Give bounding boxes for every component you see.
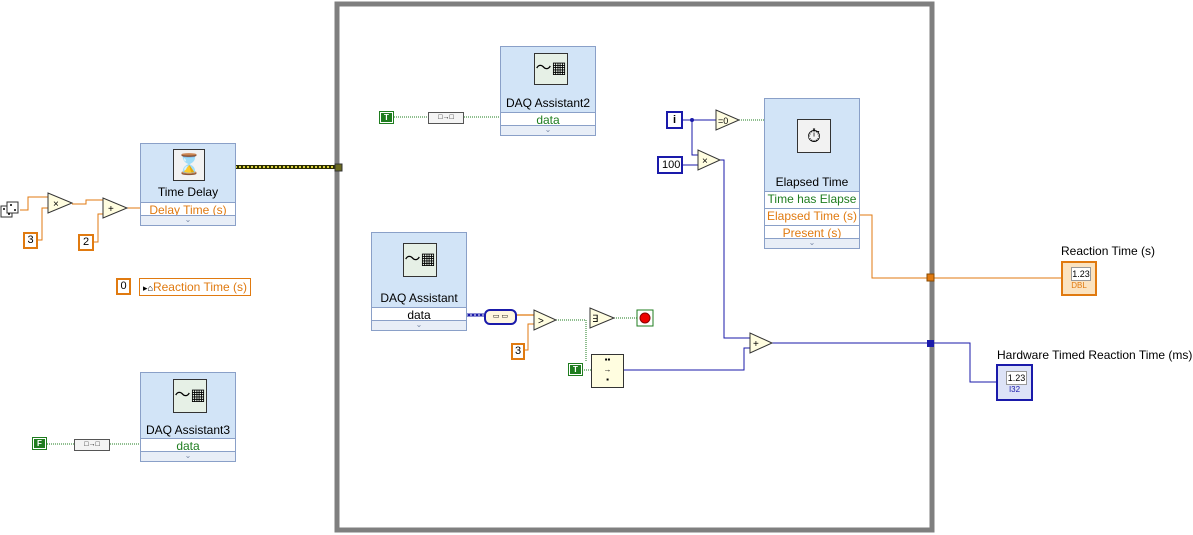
local-variable-reaction-time[interactable]: ▸⌂Reaction Time (s) [139, 278, 251, 296]
hourglass-icon: ⌛ [173, 149, 205, 181]
expand-arrow-icon[interactable]: ⌄ [141, 451, 235, 461]
to-dynamic-converter-bottom[interactable]: □→□ [74, 439, 110, 451]
daq-assistant-title: DAQ Assistant [380, 291, 458, 305]
elapsed-time-output-seconds[interactable]: Elapsed Time (s) [765, 208, 859, 225]
add-node [102, 197, 129, 219]
home-icon: ▸⌂ [143, 283, 153, 293]
time-delay-node[interactable]: ⌛ Time Delay Delay Time (s) ⌄ [140, 143, 236, 226]
false-constant[interactable]: F [32, 437, 47, 450]
local-variable-label: Reaction Time (s) [152, 280, 247, 294]
true-constant-text: T [381, 113, 392, 122]
daq-card-icon: 〜▦ [173, 379, 207, 413]
time-delay-input[interactable]: Delay Time (s) [141, 202, 235, 219]
svg-text:>: > [538, 316, 544, 327]
daq-assistant2-node[interactable]: 〜▦ DAQ Assistant2 data ⌄ [500, 46, 596, 136]
svg-text:=0: =0 [718, 116, 728, 126]
daq-card-icon: 〜▦ [534, 53, 568, 85]
daq-assistant3-title: DAQ Assistant3 [145, 423, 231, 437]
hardware-time-label: Hardware Timed Reaction Time (ms) [997, 348, 1193, 362]
time-delay-title: Time Delay [157, 185, 219, 199]
hardware-time-display: 1.23 [1006, 371, 1027, 385]
reaction-time-indicator[interactable]: 1.23 DBL [1061, 261, 1097, 296]
random-number-icon [0, 200, 20, 222]
expand-arrow-icon[interactable]: ⌄ [141, 215, 235, 225]
true-constant-mid[interactable]: T [568, 363, 583, 376]
select-node[interactable]: ▪▪→▪ [591, 354, 624, 388]
true-constant-text: T [570, 365, 581, 374]
constant-threshold[interactable]: 3 [511, 343, 525, 360]
svg-text:+: + [753, 339, 759, 350]
elapsed-time-title: Elapsed Time [775, 175, 849, 189]
equal-zero-node [715, 109, 741, 131]
multiply-node [47, 192, 74, 214]
daq-card-icon: 〜▦ [403, 243, 437, 277]
tunnel [334, 163, 343, 172]
reaction-time-type: DBL [1071, 281, 1087, 290]
daq-assistant2-input[interactable]: data [501, 112, 595, 129]
rt-tunnel [926, 273, 935, 282]
daq-assistant-node[interactable]: 〜▦ DAQ Assistant data ⌄ [371, 232, 467, 331]
hardware-time-indicator[interactable]: 1.23 I32 [996, 364, 1033, 401]
elapsed-time-output-elapsed-flag[interactable]: Time has Elapse [765, 191, 859, 208]
reaction-time-display: 1.23 [1071, 267, 1091, 281]
daq-assistant2-title: DAQ Assistant2 [505, 96, 591, 110]
true-constant-top[interactable]: T [379, 111, 394, 124]
svg-text:×: × [53, 199, 59, 210]
elapsed-time-node[interactable]: ⏱ Elapsed Time Time has Elapse Elapsed T… [764, 98, 860, 249]
constant-2[interactable]: 2 [78, 234, 94, 251]
multiply-100-node [697, 149, 722, 171]
daq-assistant3-node[interactable]: 〜▦ DAQ Assistant3 data ⌄ [140, 372, 236, 462]
daq-assistant-output[interactable]: data [372, 307, 466, 324]
greater-node [533, 309, 558, 331]
svg-text:∃: ∃ [592, 314, 598, 325]
constant-100[interactable]: 100 [657, 156, 683, 174]
elapsed-time-output-present[interactable]: Present (s) [765, 225, 859, 242]
boolean-node [589, 307, 616, 329]
expand-arrow-icon[interactable]: ⌄ [501, 125, 595, 135]
svg-text:+: + [108, 204, 114, 215]
stopwatch-icon: ⏱ [797, 119, 831, 153]
expand-arrow-icon[interactable]: ⌄ [765, 238, 859, 248]
false-constant-text: F [34, 439, 45, 448]
hardware-time-type: I32 [1008, 385, 1021, 394]
expand-arrow-icon[interactable]: ⌄ [372, 320, 466, 330]
from-dynamic-converter[interactable]: ▭ ▭ [484, 309, 517, 325]
to-dynamic-converter-top[interactable]: □→□ [428, 112, 464, 124]
constant-0[interactable]: 0 [116, 278, 131, 295]
constant-3[interactable]: 3 [23, 232, 38, 249]
iteration-terminal: i [666, 111, 683, 129]
daq-assistant3-input[interactable]: data [141, 438, 235, 455]
while-loop-border [334, 1, 935, 533]
add-final-node [749, 332, 774, 354]
reaction-time-label: Reaction Time (s) [1061, 244, 1156, 258]
hw-tunnel [927, 340, 934, 347]
svg-text:×: × [702, 156, 708, 167]
